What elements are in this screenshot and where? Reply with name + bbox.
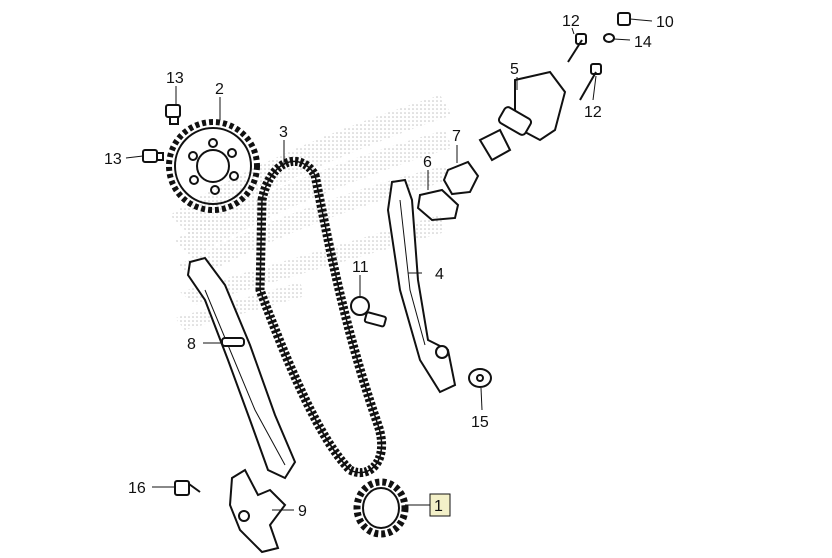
washer-15[interactable]	[468, 368, 492, 388]
callout-14[interactable]: 14	[634, 34, 652, 51]
callout-2[interactable]: 2	[215, 81, 224, 98]
bolt-16[interactable]	[174, 480, 201, 496]
callout-8[interactable]: 8	[187, 336, 196, 353]
bolt-13-left[interactable]	[142, 149, 164, 163]
callout-12-top[interactable]: 12	[562, 13, 580, 30]
tensioner-arm[interactable]	[186, 256, 297, 480]
callout-6[interactable]: 6	[423, 154, 432, 171]
bracket[interactable]	[228, 468, 287, 554]
bolt-12-upper[interactable]	[567, 33, 587, 63]
pivot-bolt[interactable]	[350, 296, 387, 328]
crank-sprocket[interactable]	[353, 478, 409, 538]
bolt-13-upper[interactable]	[165, 104, 181, 125]
leader-lines	[125, 18, 653, 511]
bolt-10[interactable]	[617, 12, 631, 26]
callout-13-left[interactable]: 13	[104, 151, 122, 168]
cam-chain[interactable]	[255, 156, 387, 478]
callout-7[interactable]: 7	[452, 128, 461, 145]
bolt-12-lower[interactable]	[579, 63, 602, 101]
callout-1[interactable]: 1	[434, 498, 443, 515]
callout-12-bottom[interactable]: 12	[584, 104, 602, 121]
washer-14[interactable]	[603, 33, 615, 43]
callout-4[interactable]: 4	[435, 266, 444, 283]
callout-9[interactable]: 9	[298, 503, 307, 520]
gasket[interactable]	[416, 188, 460, 222]
callout-5[interactable]: 5	[510, 61, 519, 78]
callout-3[interactable]: 3	[279, 124, 288, 141]
tensioner-lifter[interactable]	[478, 70, 567, 162]
chain-guide[interactable]	[386, 178, 457, 394]
cam-sprocket[interactable]	[166, 119, 260, 213]
callout-11[interactable]: 11	[352, 259, 369, 276]
callout-16[interactable]: 16	[128, 480, 146, 497]
callout-1-box	[429, 493, 451, 517]
seal[interactable]	[442, 160, 480, 196]
callout-15[interactable]: 15	[471, 414, 489, 431]
watermark-wing	[170, 95, 452, 330]
callout-13-top[interactable]: 13	[166, 70, 184, 87]
callout-10[interactable]: 10	[656, 14, 674, 31]
